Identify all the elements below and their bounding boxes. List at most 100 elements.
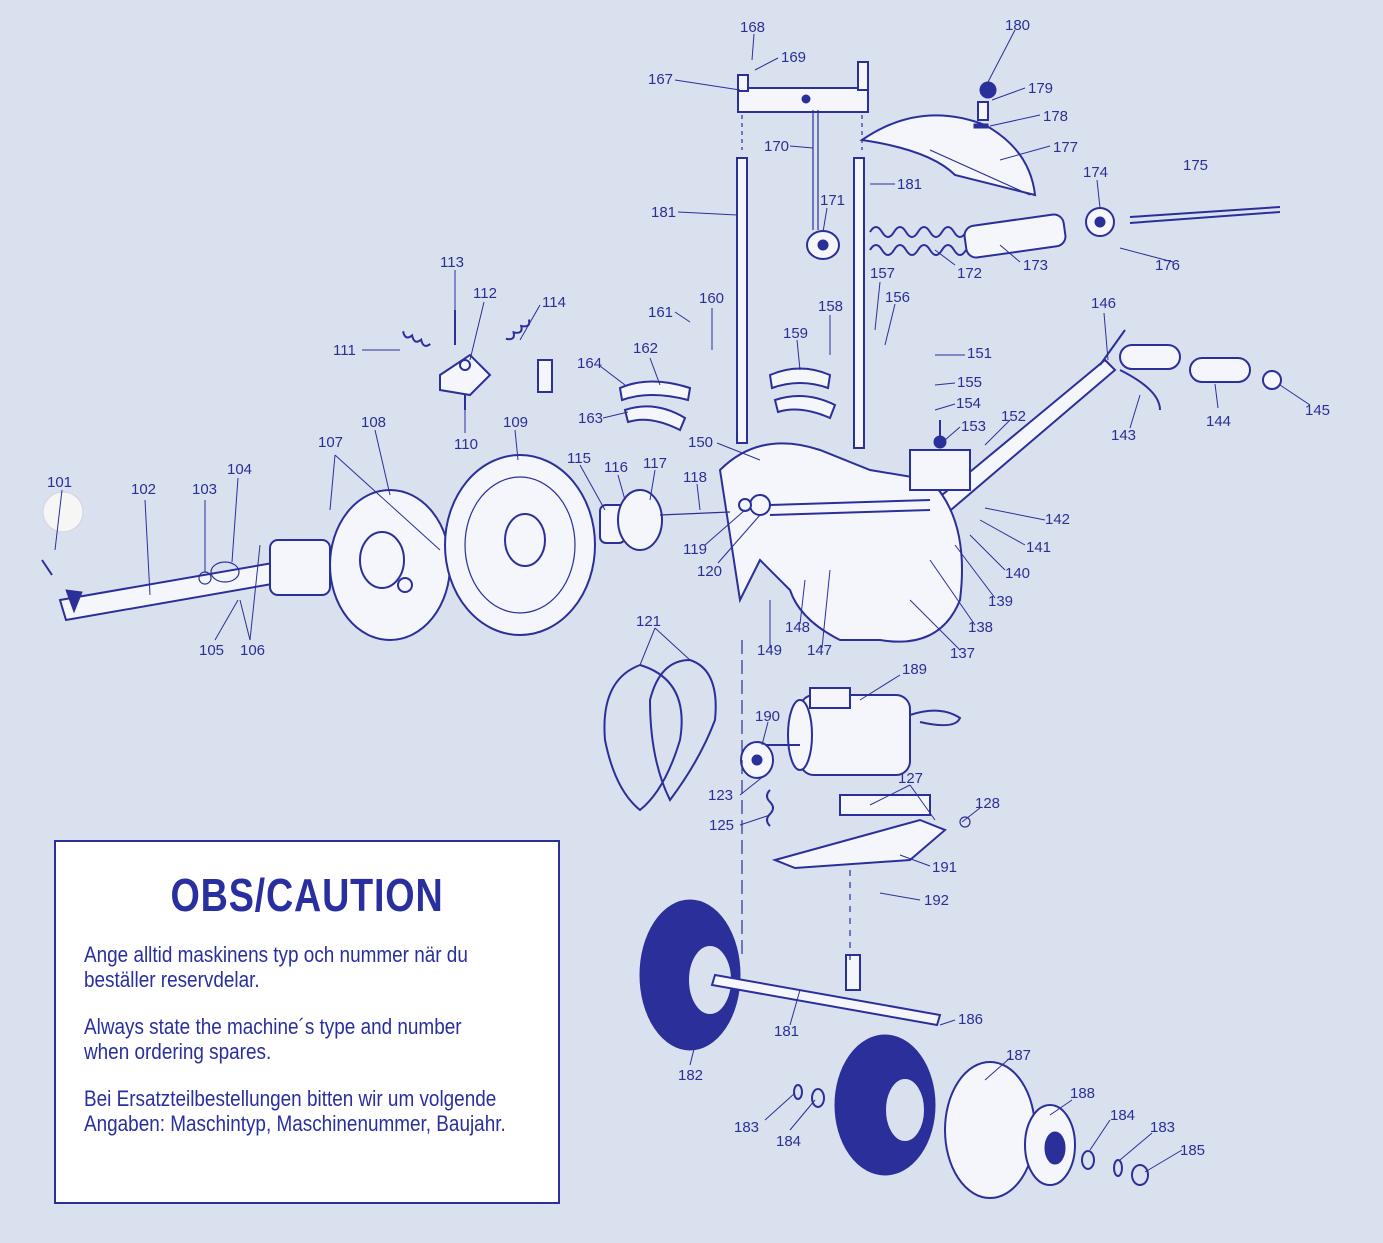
caution-german-line-2: Angaben: Maschintyp, Maschinenummer, Bau…	[84, 1111, 506, 1136]
brake-shoes	[618, 367, 837, 432]
label-141: 141	[1026, 539, 1051, 556]
drive-belt	[603, 658, 717, 812]
label-167: 167	[648, 71, 673, 88]
label-168: 168	[740, 19, 765, 36]
label-182: 182	[678, 1067, 703, 1084]
label-159: 159	[783, 325, 808, 342]
caution-german: Bei Ersatzteilbestellungen bitten wir um…	[84, 1086, 506, 1136]
label-138: 138	[968, 619, 993, 636]
label-192: 192	[924, 892, 949, 909]
label-102: 102	[131, 481, 156, 498]
label-148: 148	[785, 619, 810, 636]
label-145: 145	[1305, 402, 1330, 419]
label-117: 117	[643, 455, 667, 472]
label-104: 104	[227, 461, 252, 478]
label-101: 101	[47, 474, 72, 491]
lever-arm	[928, 329, 1282, 517]
label-172: 172	[957, 265, 982, 282]
label-152: 152	[1001, 408, 1026, 425]
part-labels: 168 169 167 180 179 178 177 170 181 181 …	[47, 17, 1330, 1159]
pulley-and-drum	[329, 454, 731, 641]
label-164: 164	[577, 355, 602, 372]
label-183-right: 183	[1150, 1119, 1175, 1136]
label-107: 107	[318, 434, 343, 451]
label-108: 108	[361, 414, 386, 431]
label-103: 103	[192, 481, 217, 498]
knob-assembly	[973, 81, 997, 129]
label-112: 112	[473, 285, 497, 302]
label-109: 109	[503, 414, 528, 431]
label-171: 171	[820, 192, 845, 209]
label-160: 160	[699, 290, 724, 307]
main-shaft-tube	[41, 491, 331, 622]
label-181-left: 181	[651, 204, 676, 221]
label-118: 118	[683, 469, 707, 486]
label-125: 125	[709, 817, 734, 834]
leader-lines	[54, 29, 1311, 1173]
label-180: 180	[1005, 17, 1030, 34]
caution-swedish-line-2: beställer reservdelar.	[84, 967, 260, 992]
label-177: 177	[1053, 139, 1078, 156]
hood-cover	[859, 114, 1037, 197]
label-127: 127	[898, 770, 923, 787]
label-154: 154	[956, 395, 981, 412]
label-158: 158	[818, 298, 843, 315]
label-144: 144	[1206, 413, 1231, 430]
spring-assembly	[806, 206, 1281, 260]
label-161: 161	[648, 304, 673, 321]
label-153: 153	[961, 418, 986, 435]
label-188: 188	[1070, 1085, 1095, 1102]
label-137: 137	[950, 645, 975, 662]
caution-english-line-2: when ordering spares.	[84, 1039, 272, 1064]
label-186: 186	[958, 1011, 983, 1028]
label-156: 156	[885, 289, 910, 306]
caution-swedish: Ange alltid maskinens typ och nummer när…	[84, 942, 468, 992]
label-187: 187	[1006, 1047, 1031, 1064]
label-140: 140	[1005, 565, 1030, 582]
label-175: 175	[1183, 157, 1208, 174]
label-139: 139	[988, 593, 1013, 610]
label-170: 170	[764, 138, 789, 155]
label-106: 106	[240, 642, 265, 659]
label-181-top: 181	[897, 176, 922, 193]
label-157: 157	[870, 265, 895, 282]
label-183-left: 183	[734, 1119, 759, 1136]
label-181-axle: 181	[774, 1023, 799, 1040]
label-179: 179	[1028, 80, 1053, 97]
main-housing	[718, 420, 971, 643]
label-155: 155	[957, 374, 982, 391]
top-handle-frame	[736, 61, 869, 449]
label-169: 169	[781, 49, 806, 66]
label-105: 105	[199, 642, 224, 659]
label-173: 173	[1023, 257, 1048, 274]
label-146: 146	[1091, 295, 1116, 312]
latch-parts	[402, 310, 553, 410]
caution-swedish-line-1: Ange alltid maskinens typ och nummer när…	[84, 942, 468, 967]
label-184-left: 184	[776, 1133, 801, 1150]
label-163: 163	[578, 410, 603, 427]
caution-german-line-1: Bei Ersatzteilbestellungen bitten wir um…	[84, 1086, 497, 1111]
label-185: 185	[1180, 1142, 1205, 1159]
label-150: 150	[688, 434, 713, 451]
label-123: 123	[708, 787, 733, 804]
caution-english-line-1: Always state the machine´s type and numb…	[84, 1014, 462, 1039]
label-190: 190	[755, 708, 780, 725]
wheel-right	[793, 1034, 1149, 1199]
label-174: 174	[1083, 164, 1108, 181]
caution-title: OBS/CAUTION	[170, 869, 444, 921]
label-110: 110	[454, 436, 478, 453]
label-176: 176	[1155, 257, 1180, 274]
label-119: 119	[683, 541, 707, 558]
label-121: 121	[636, 613, 661, 630]
label-178: 178	[1043, 108, 1068, 125]
label-147: 147	[807, 642, 832, 659]
label-191: 191	[932, 859, 957, 876]
label-151: 151	[967, 345, 992, 362]
label-128: 128	[975, 795, 1000, 812]
motor-mount-plate	[771, 794, 971, 870]
label-162: 162	[633, 340, 658, 357]
wheel-left	[639, 899, 741, 1051]
label-115: 115	[567, 450, 591, 467]
label-111: 111	[333, 342, 356, 359]
